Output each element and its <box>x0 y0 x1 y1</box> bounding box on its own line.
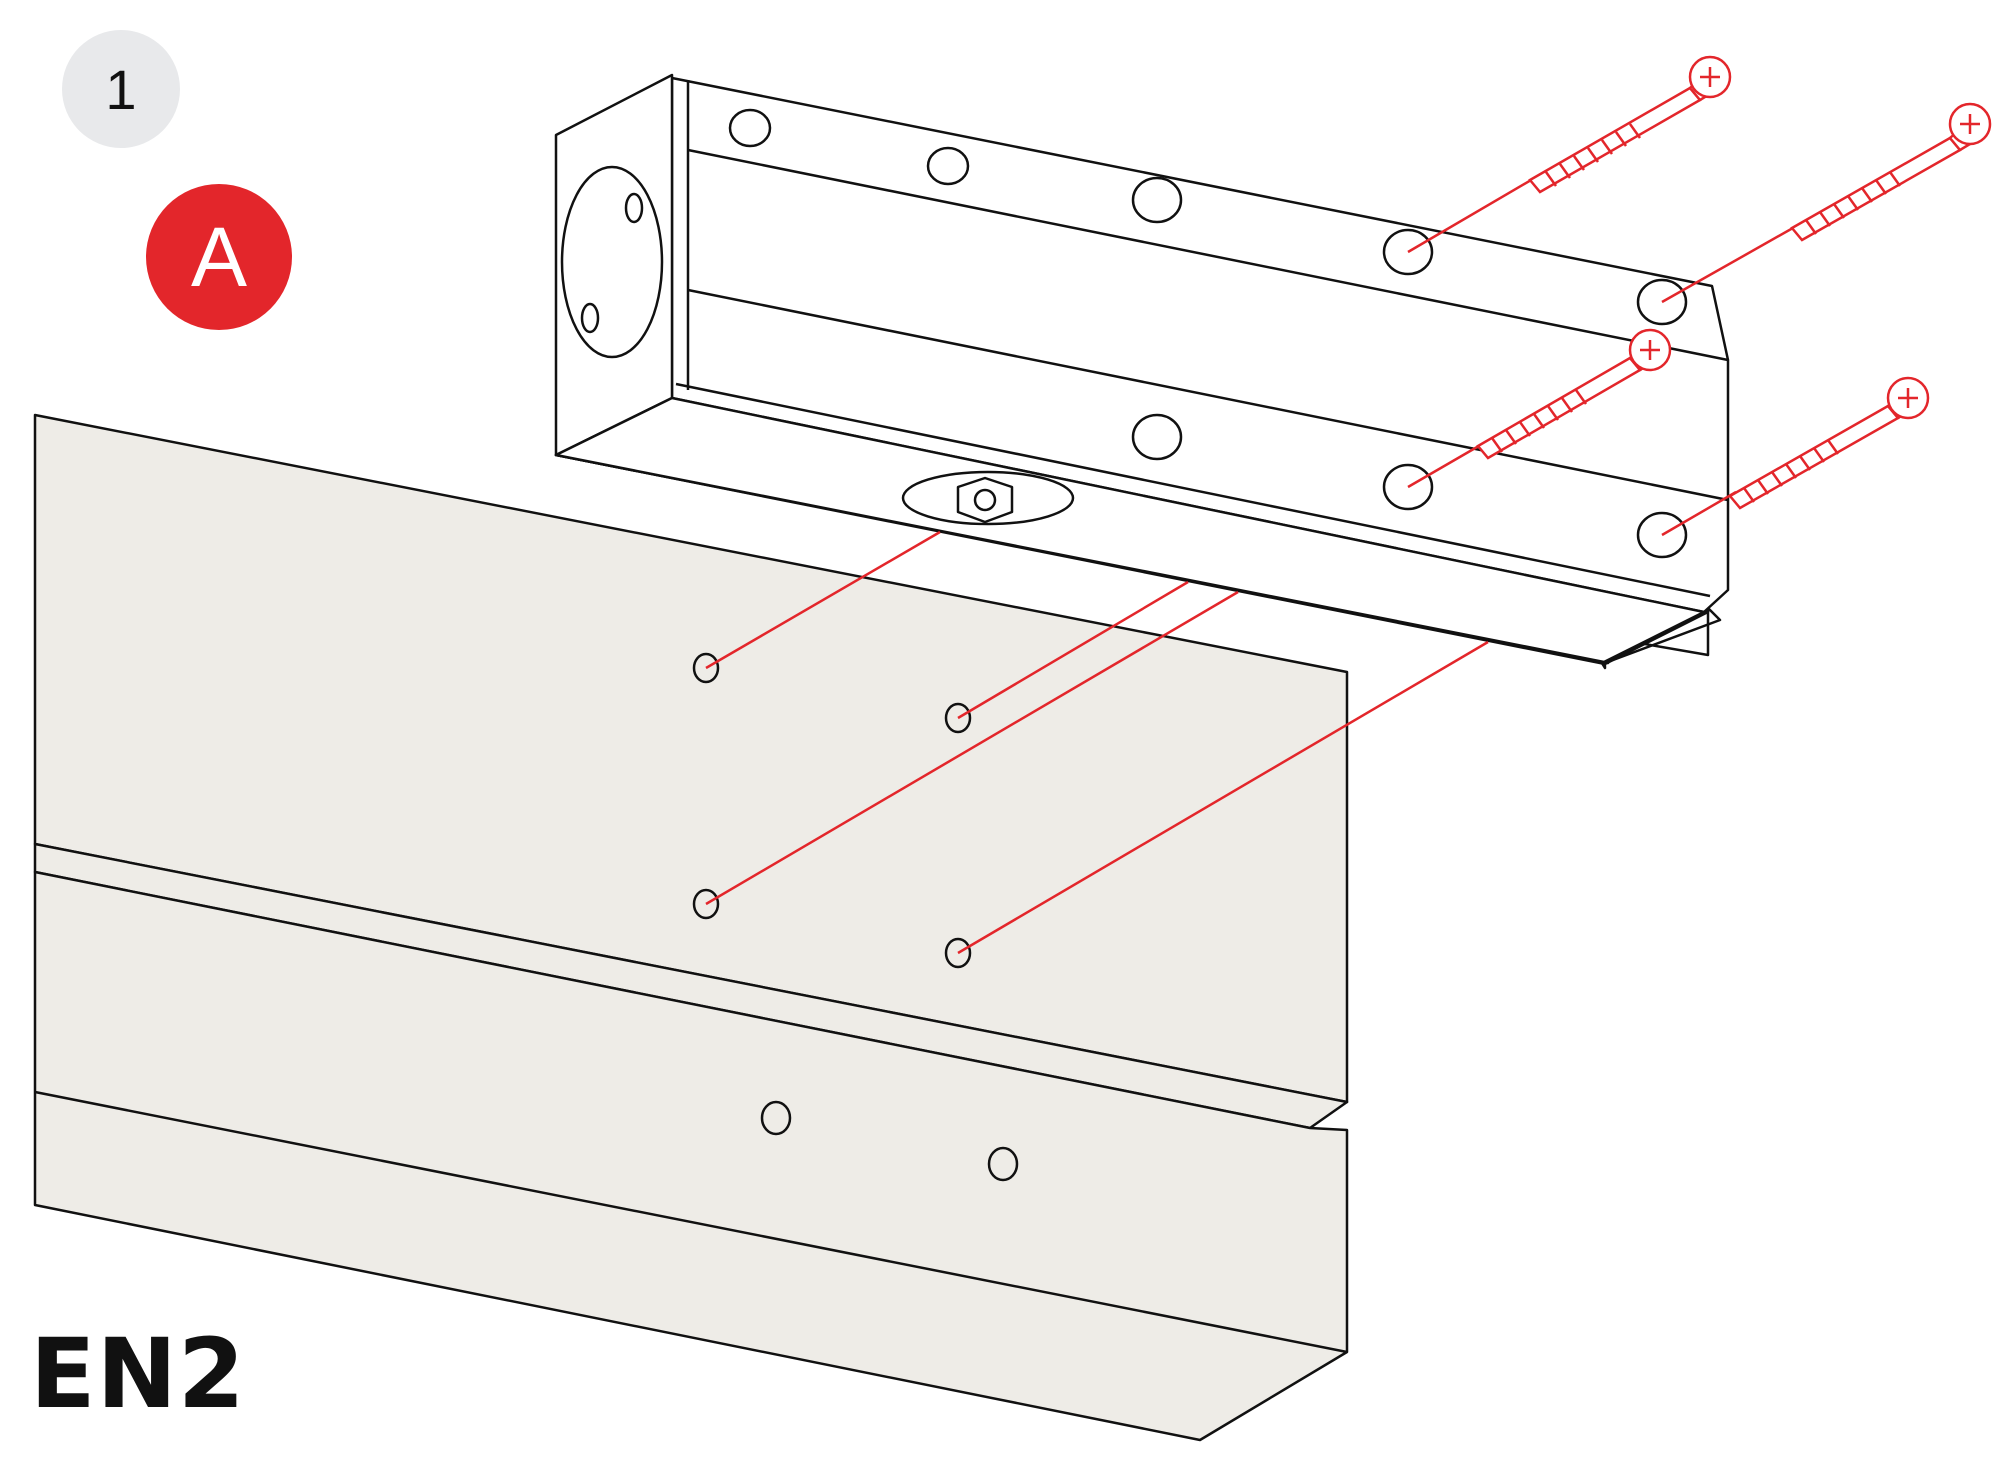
door-leaf-fold-line <box>34 1090 1348 1354</box>
door-leaf-icon <box>33 413 1349 1442</box>
guide-line <box>1407 174 1539 254</box>
guide-line <box>1407 441 1485 489</box>
mounting-hole-icon <box>760 1100 792 1136</box>
closer-edge-3 <box>675 382 1711 598</box>
guide-line <box>957 640 1489 955</box>
screw-icon <box>1790 102 1992 242</box>
variant-badge: A <box>146 184 292 330</box>
screws <box>1476 55 1992 510</box>
step-number-text: 1 <box>105 57 137 121</box>
closer-end-cap-hole-2 <box>580 302 600 334</box>
mounting-hole-icon <box>1131 176 1183 224</box>
mounting-hole-icon <box>987 1146 1019 1182</box>
guide-line <box>1661 490 1737 537</box>
door-leaf-holes <box>692 652 1019 1182</box>
guide-line <box>705 590 1239 906</box>
closer-edge-2 <box>687 288 1729 502</box>
mounting-hole-icon <box>728 108 772 148</box>
guide-line <box>957 580 1189 720</box>
closer-front-bottom <box>554 396 1706 664</box>
variant-label-text: A <box>190 209 248 304</box>
closer-end-cap <box>560 165 664 359</box>
mounting-hole-icon <box>926 146 970 186</box>
closer-spindle-center <box>973 488 997 512</box>
screw-icon <box>1728 376 1930 510</box>
mounting-hole-icon <box>1131 413 1183 461</box>
closer-end-cap-hole-1 <box>624 192 644 224</box>
closer-edge-1 <box>687 148 1729 362</box>
guide-line <box>705 530 941 670</box>
door-closer-body-icon <box>554 73 1730 670</box>
guide-line <box>1661 222 1801 304</box>
screw-icon <box>1528 55 1732 194</box>
step-number-badge: 1 <box>62 30 180 148</box>
guide-lines <box>705 174 1801 955</box>
standard-label: EN2 <box>30 1318 246 1430</box>
screw-icon <box>1476 328 1672 460</box>
